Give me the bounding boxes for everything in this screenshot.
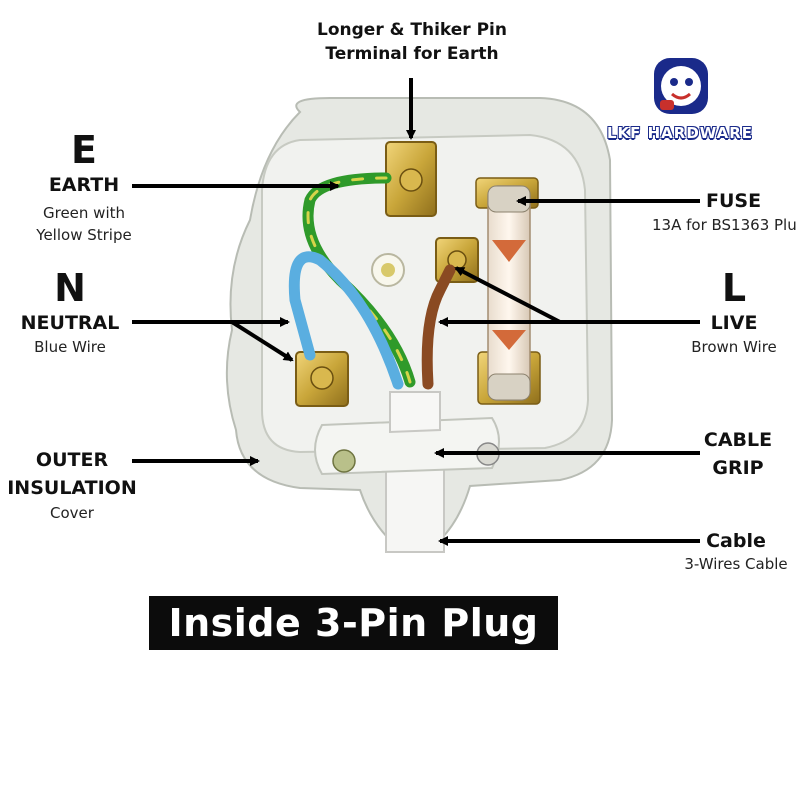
caption-bar: Inside 3-Pin Plug: [149, 596, 558, 650]
neutral-title: NEUTRAL: [20, 312, 120, 334]
neutral-wire: [288, 251, 404, 390]
cable-grip-title1: CABLE: [703, 429, 773, 451]
arrow-neutral-2: [230, 320, 294, 362]
neutral-sub1: Blue Wire: [34, 338, 106, 356]
fuse-label-group: FUSE 13A for BS1363 Plu: [640, 188, 800, 236]
fuse-body: [487, 185, 531, 401]
earth-sub2: Yellow Stripe: [36, 226, 132, 244]
earth-label-group: E EARTH Green with Yellow Stripe: [24, 128, 144, 246]
caption-text: Inside 3-Pin Plug: [168, 601, 539, 645]
cable-grip-bar: [314, 416, 500, 476]
cable-grip-label-group: CABLE GRIP: [690, 426, 786, 482]
top-pin-label: Longer & Thiker Pin Terminal for Earth: [296, 18, 528, 66]
live-sub1: Brown Wire: [691, 338, 777, 356]
fuse-title: FUSE: [706, 190, 762, 212]
live-letter: L: [721, 266, 747, 310]
earth-letter: E: [71, 128, 97, 172]
outer-title2: INSULATION: [7, 477, 137, 499]
cable-title: Cable: [706, 530, 766, 552]
neutral-letter: N: [54, 266, 86, 310]
top-pin-label-line2: Terminal for Earth: [325, 44, 499, 64]
grip-screw-left: [332, 449, 356, 473]
cable-label-group: Cable 3-Wires Cable: [672, 528, 800, 574]
brand-logo-mascot: [654, 58, 708, 114]
outer-label-group: OUTER INSULATION Cover: [2, 446, 142, 524]
cable-sub1: 3-Wires Cable: [684, 555, 788, 573]
arrow-live-2: [454, 266, 561, 324]
outer-sub1: Cover: [50, 504, 94, 522]
cable-inner-sheath: [389, 391, 441, 434]
cable-grip-title2: GRIP: [712, 457, 764, 479]
top-pin-label-line1: Longer & Thiker Pin: [317, 20, 507, 40]
earth-title: EARTH: [48, 174, 120, 196]
live-label-group: L LIVE Brown Wire: [676, 266, 792, 358]
live-wire: [421, 264, 456, 390]
fuse-sub1: 13A for BS1363 Plu: [652, 216, 797, 234]
live-title: LIVE: [710, 312, 758, 334]
brand-name: LKF HARDWARE: [606, 124, 754, 142]
outer-title1: OUTER: [35, 449, 109, 471]
neutral-label-group: N NEUTRAL Blue Wire: [12, 266, 128, 358]
earth-sub1: Green with: [42, 204, 126, 222]
